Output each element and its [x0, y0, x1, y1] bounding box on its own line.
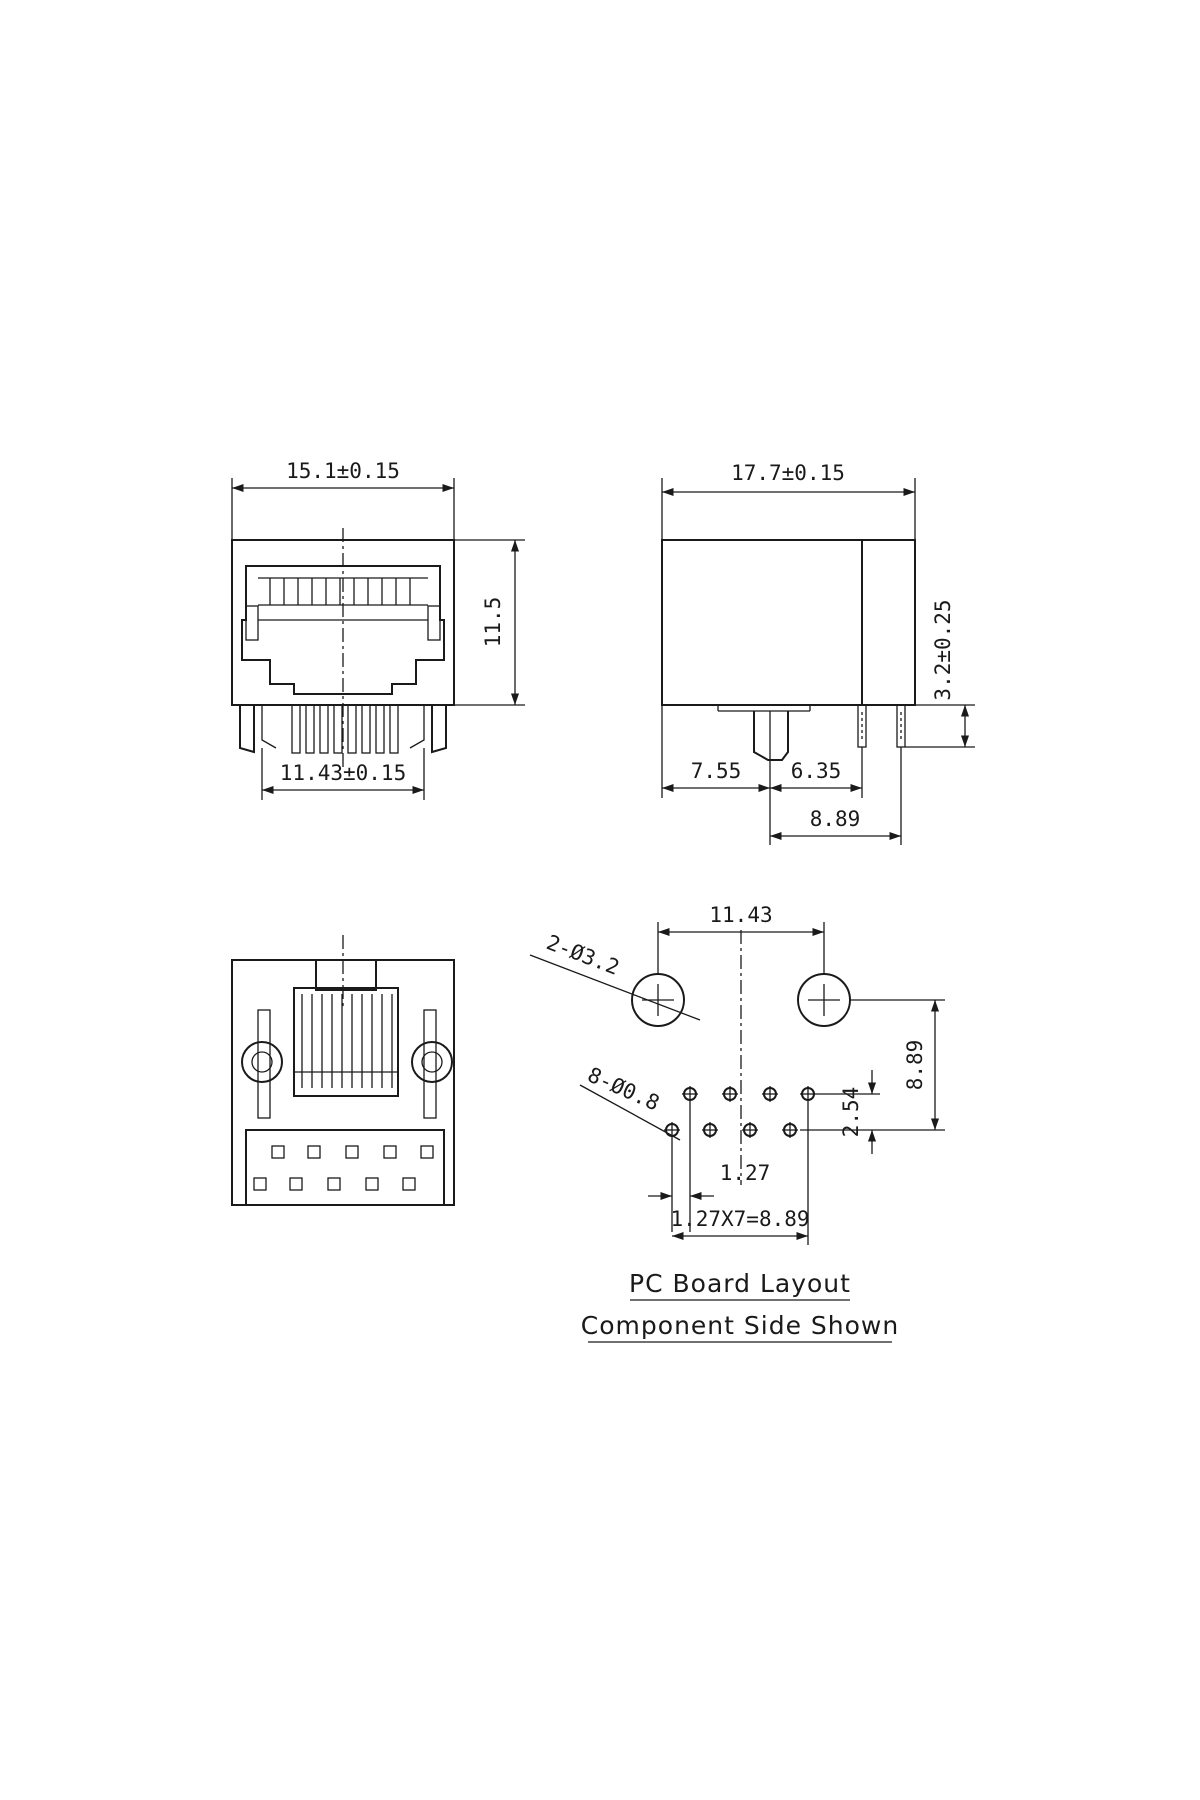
bottom-view	[231, 935, 455, 1206]
front-pins	[239, 704, 447, 754]
side-view: 17.7±0.15 3.2±0.25 7.55 6.35 8.89	[661, 461, 975, 845]
post-offset-label: 7.55	[691, 759, 742, 783]
bottom-contact-block	[293, 987, 399, 1097]
right-post-circle	[411, 1041, 453, 1083]
pcb-layout-subtitle: Component Side Shown	[581, 1311, 899, 1340]
pcb-layout: 11.43 2-Ø3.2	[529, 903, 945, 1343]
row-spacing-label: 2.54	[839, 1087, 863, 1138]
pin-row-offset-label: 6.35	[791, 759, 842, 783]
bottom-pin-block	[245, 1129, 445, 1206]
pin-hole-leader	[579, 1084, 681, 1141]
pin-length-label: 3.2±0.25	[931, 599, 955, 700]
bottom-contact-slots	[294, 994, 398, 1088]
side-depth-label: 17.7±0.15	[731, 461, 845, 485]
pin-pitch-label: 1.27	[720, 1161, 771, 1185]
pin-span-label: 11.43±0.15	[280, 761, 406, 785]
front-height-label: 11.5	[481, 597, 505, 648]
side-mounting-post	[753, 711, 789, 761]
post-hole-leader	[529, 954, 701, 1021]
bottom-pins	[253, 1145, 434, 1191]
pin-hole-label: 8-Ø0.8	[584, 1063, 663, 1116]
left-post-circle	[241, 1041, 283, 1083]
front-contacts	[245, 577, 441, 641]
post-hole-label: 2-Ø3.2	[543, 930, 622, 980]
pin-row-span-label: 8.89	[810, 807, 861, 831]
pcb-pin-holes	[664, 1086, 816, 1138]
side-housing	[661, 539, 916, 706]
left-rail	[257, 1009, 271, 1119]
jack-opening	[241, 565, 445, 695]
front-view: 15.1±0.15 11.5	[231, 459, 525, 800]
front-width-label: 15.1±0.15	[286, 459, 400, 483]
bottom-tab	[315, 959, 377, 991]
post-to-pins-label: 8.89	[903, 1040, 927, 1091]
pin-span-pcb-label: 1.27X7=8.89	[670, 1207, 809, 1231]
right-rail	[423, 1009, 437, 1119]
pcb-layout-title: PC Board Layout	[629, 1269, 851, 1298]
post-spacing-label: 11.43	[709, 903, 772, 927]
